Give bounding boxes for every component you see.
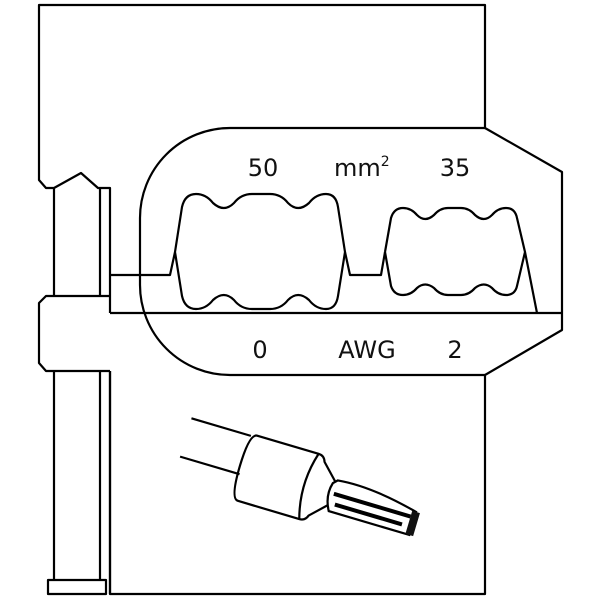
die-body-right-edge: [108, 127, 564, 596]
profile-bridge: [343, 251, 387, 277]
mm-unit-text: mm: [334, 154, 381, 182]
label-35-mm2: 35: [440, 154, 471, 182]
locking-block: [37, 294, 110, 373]
die-body-outline: [37, 3, 487, 190]
die-cavity-outline: [138, 126, 485, 377]
label-mm-unit: mm2: [334, 154, 390, 182]
wire-ferrule-icon: [179, 417, 420, 537]
label-awg-0: 0: [252, 336, 267, 364]
lower-guide-post: [46, 371, 112, 596]
label-awg-unit: AWG: [338, 336, 395, 364]
crimp-profile-35: [383, 206, 539, 314]
upper-guide-post: [52, 186, 112, 313]
label-awg-2: 2: [447, 336, 462, 364]
label-50-mm2: 50: [248, 154, 279, 182]
crimp-profile-50: [110, 192, 347, 311]
mm-superscript: 2: [381, 154, 390, 170]
